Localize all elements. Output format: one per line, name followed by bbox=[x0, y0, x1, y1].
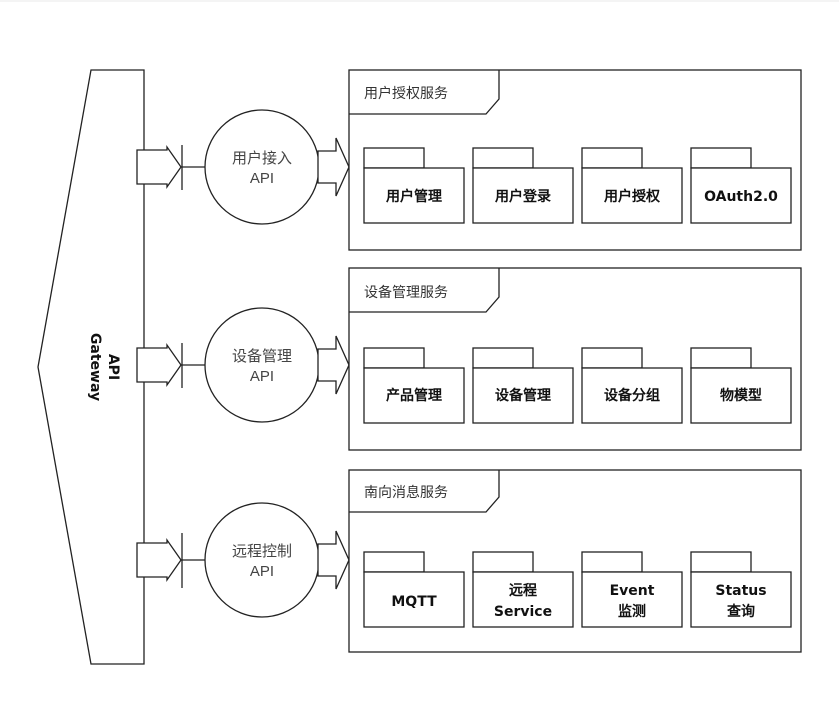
service-frame-user-auth: 用户授权服务 用户管理 用户登录 用户授权 OAuth2.0 bbox=[348, 69, 802, 251]
api-gateway: API Gateway bbox=[37, 69, 145, 665]
gateway-to-api-arrow-icon bbox=[136, 342, 182, 388]
api-row-device-management: 设备管理 API bbox=[136, 307, 350, 423]
package-label-line2: Service bbox=[494, 604, 552, 620]
package-list: 产品管理 设备管理 设备分组 物模型 bbox=[363, 347, 792, 424]
api-label-line2: API bbox=[250, 170, 274, 187]
package-item: OAuth2.0 bbox=[690, 147, 792, 224]
package-item: 设备管理 bbox=[472, 347, 574, 424]
package-item: 物模型 bbox=[690, 347, 792, 424]
gateway-to-api-arrow-icon bbox=[136, 537, 182, 583]
service-frame-title-tab bbox=[349, 70, 500, 115]
api-row-user-access: 用户接入 API bbox=[136, 109, 350, 225]
service-frame-title: 用户授权服务 bbox=[364, 85, 448, 102]
service-frame-title: 设备管理服务 bbox=[364, 284, 448, 301]
api-to-service-arrow-icon bbox=[317, 530, 350, 590]
package-label: 物模型 bbox=[720, 387, 762, 404]
api-gateway-shape bbox=[37, 69, 145, 665]
package-label-line1: Status bbox=[715, 583, 766, 599]
api-circle-user-access bbox=[204, 109, 320, 225]
package-list: 用户管理 用户登录 用户授权 OAuth2.0 bbox=[363, 147, 792, 224]
package-item: MQTT bbox=[363, 551, 465, 628]
package-label: 用户登录 bbox=[495, 188, 551, 205]
package-label: 产品管理 bbox=[386, 387, 442, 404]
package-item: Event 监测 bbox=[581, 551, 683, 628]
package-list: MQTT 远程 Service Event 监测 Status 查询 bbox=[363, 551, 792, 628]
api-label-line2: API bbox=[250, 563, 274, 580]
api-row-remote-control: 远程控制 API bbox=[136, 502, 350, 618]
package-item: 远程 Service bbox=[472, 551, 574, 628]
package-label: OAuth2.0 bbox=[704, 189, 778, 205]
gateway-to-api-arrow-icon bbox=[136, 144, 182, 190]
service-frame-title-tab bbox=[349, 268, 500, 313]
api-label-line1: 远程控制 bbox=[232, 543, 292, 560]
api-label-line1: 设备管理 bbox=[232, 348, 292, 365]
api-label-line1: 用户接入 bbox=[232, 150, 292, 167]
api-gateway-label-line1: API bbox=[105, 354, 121, 380]
package-item: 用户管理 bbox=[363, 147, 465, 224]
package-label-line1: 远程 bbox=[509, 583, 537, 599]
api-circle-remote-control bbox=[204, 502, 320, 618]
package-label: 用户授权 bbox=[604, 188, 661, 205]
service-frame-device-management: 设备管理服务 产品管理 设备管理 设备分组 物模型 bbox=[348, 267, 802, 451]
package-item: 用户授权 bbox=[581, 147, 683, 224]
package-item: 产品管理 bbox=[363, 347, 465, 424]
service-frame-title: 南向消息服务 bbox=[364, 484, 448, 501]
service-frame-title-tab bbox=[349, 470, 500, 513]
package-label-line2: 查询 bbox=[727, 603, 755, 620]
api-to-service-arrow-icon bbox=[317, 335, 350, 395]
api-gateway-label-line2: Gateway bbox=[87, 333, 103, 401]
package-item: 设备分组 bbox=[581, 347, 683, 424]
package-label-line1: Event bbox=[610, 583, 655, 599]
api-to-service-arrow-icon bbox=[317, 137, 350, 197]
package-item: Status 查询 bbox=[690, 551, 792, 628]
api-label-line2: API bbox=[250, 368, 274, 385]
top-edge-divider bbox=[0, 0, 839, 2]
package-label: 设备管理 bbox=[495, 387, 551, 404]
package-label: MQTT bbox=[391, 594, 437, 610]
api-circle-device-management bbox=[204, 307, 320, 423]
package-item: 用户登录 bbox=[472, 147, 574, 224]
package-label: 设备分组 bbox=[604, 387, 660, 404]
package-label-line2: 监测 bbox=[618, 603, 646, 620]
service-frame-southbound-messaging: 南向消息服务 MQTT 远程 Service Event 监测 bbox=[348, 469, 802, 653]
package-label: 用户管理 bbox=[386, 188, 442, 205]
